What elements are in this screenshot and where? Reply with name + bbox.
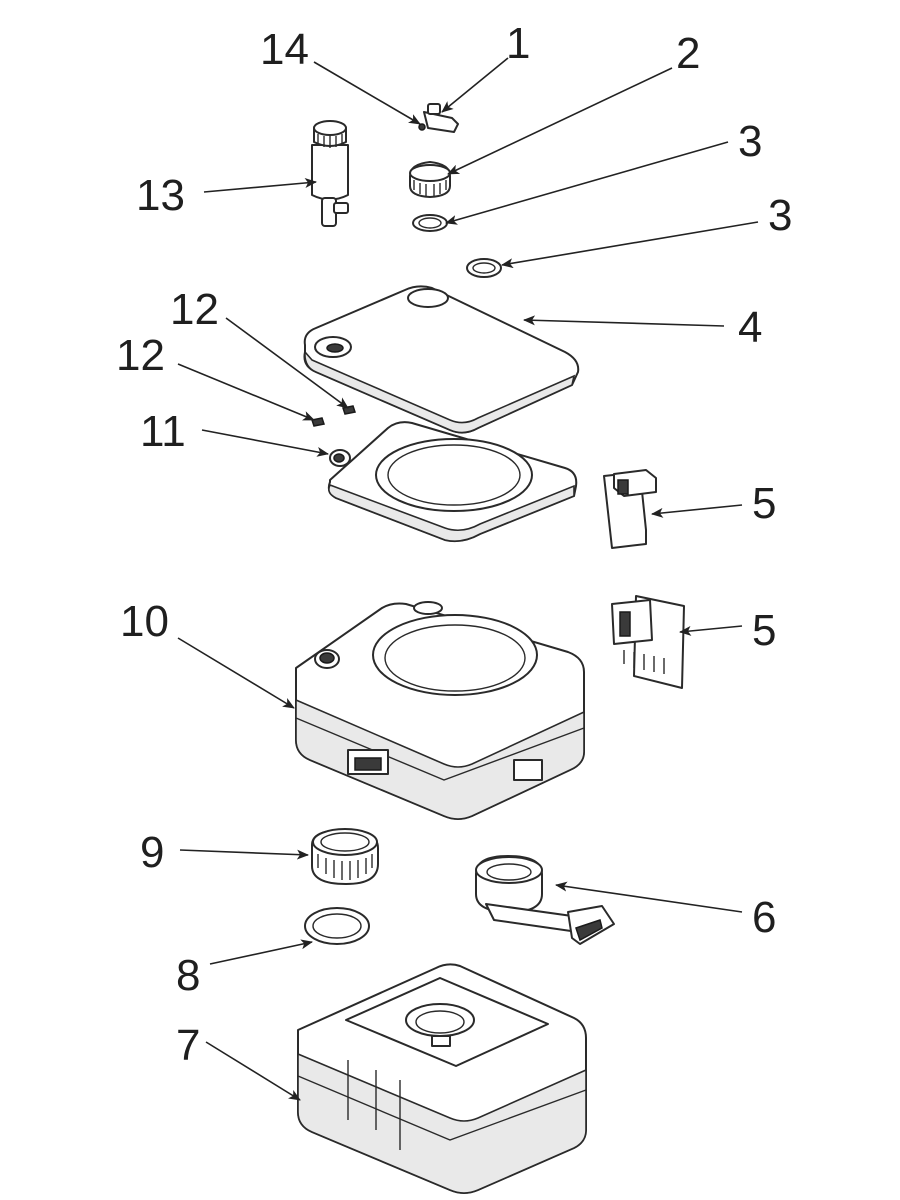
callout-2: 2 <box>447 29 700 175</box>
callout-label-10: 10 <box>120 597 169 646</box>
part-3-ring-upper <box>412 214 448 232</box>
callout-label-5-lower: 5 <box>752 606 776 655</box>
callout-label-12-lower: 12 <box>116 331 165 380</box>
callout-3-lower: 3 <box>501 191 792 269</box>
callout-label-3-upper: 3 <box>738 117 762 166</box>
callout-label-5-upper: 5 <box>752 479 776 528</box>
part-10-upper-tank <box>295 601 585 820</box>
callout-14: 14 <box>260 25 421 125</box>
part-14-pin <box>418 123 426 131</box>
callout-8: 8 <box>176 939 313 1000</box>
callout-label-8: 8 <box>176 951 200 1000</box>
callout-label-2: 2 <box>676 29 700 78</box>
part-5-latch-lower <box>611 595 685 689</box>
callout-4: 4 <box>523 303 762 352</box>
callout-7: 7 <box>176 1021 301 1101</box>
callout-label-3-lower: 3 <box>768 191 792 240</box>
part-8-gasket <box>304 907 370 945</box>
part-9-threaded-ring <box>311 828 379 885</box>
callout-label-1: 1 <box>506 19 530 68</box>
part-5-latch-upper <box>603 469 657 549</box>
part-3-ring-lower <box>466 258 502 278</box>
callout-label-13: 13 <box>136 171 185 220</box>
part-12-screw-left <box>311 417 325 427</box>
callout-5-upper: 5 <box>651 479 776 528</box>
callout-label-9: 9 <box>140 828 164 877</box>
callout-label-7: 7 <box>176 1021 200 1070</box>
callout-3-upper: 3 <box>445 117 762 225</box>
callout-6: 6 <box>555 881 776 942</box>
callout-1: 1 <box>441 19 530 113</box>
part-11-fitting <box>329 449 351 467</box>
callout-label-12-upper: 12 <box>170 285 219 334</box>
callout-9: 9 <box>140 828 309 877</box>
part-7-lower-tank <box>297 963 587 1194</box>
callout-5-lower: 5 <box>679 606 776 655</box>
callout-13: 13 <box>136 171 317 220</box>
callout-12-upper: 12 <box>170 285 349 409</box>
part-12-screw-right <box>342 405 356 415</box>
part-4-lid-cover <box>303 285 580 434</box>
callout-label-4: 4 <box>738 303 762 352</box>
part-1-fitting <box>423 103 459 133</box>
callout-label-6: 6 <box>752 893 776 942</box>
callout-12-lower: 12 <box>116 331 315 421</box>
part-2-cap <box>409 161 451 198</box>
part-seat-plate <box>327 421 578 543</box>
callout-10: 10 <box>120 597 295 709</box>
callout-label-14: 14 <box>260 25 309 74</box>
callout-11: 11 <box>140 407 329 457</box>
part-13-vent-valve <box>311 120 349 227</box>
part-6-valve-assembly <box>475 855 615 945</box>
callout-label-11: 11 <box>140 407 186 456</box>
